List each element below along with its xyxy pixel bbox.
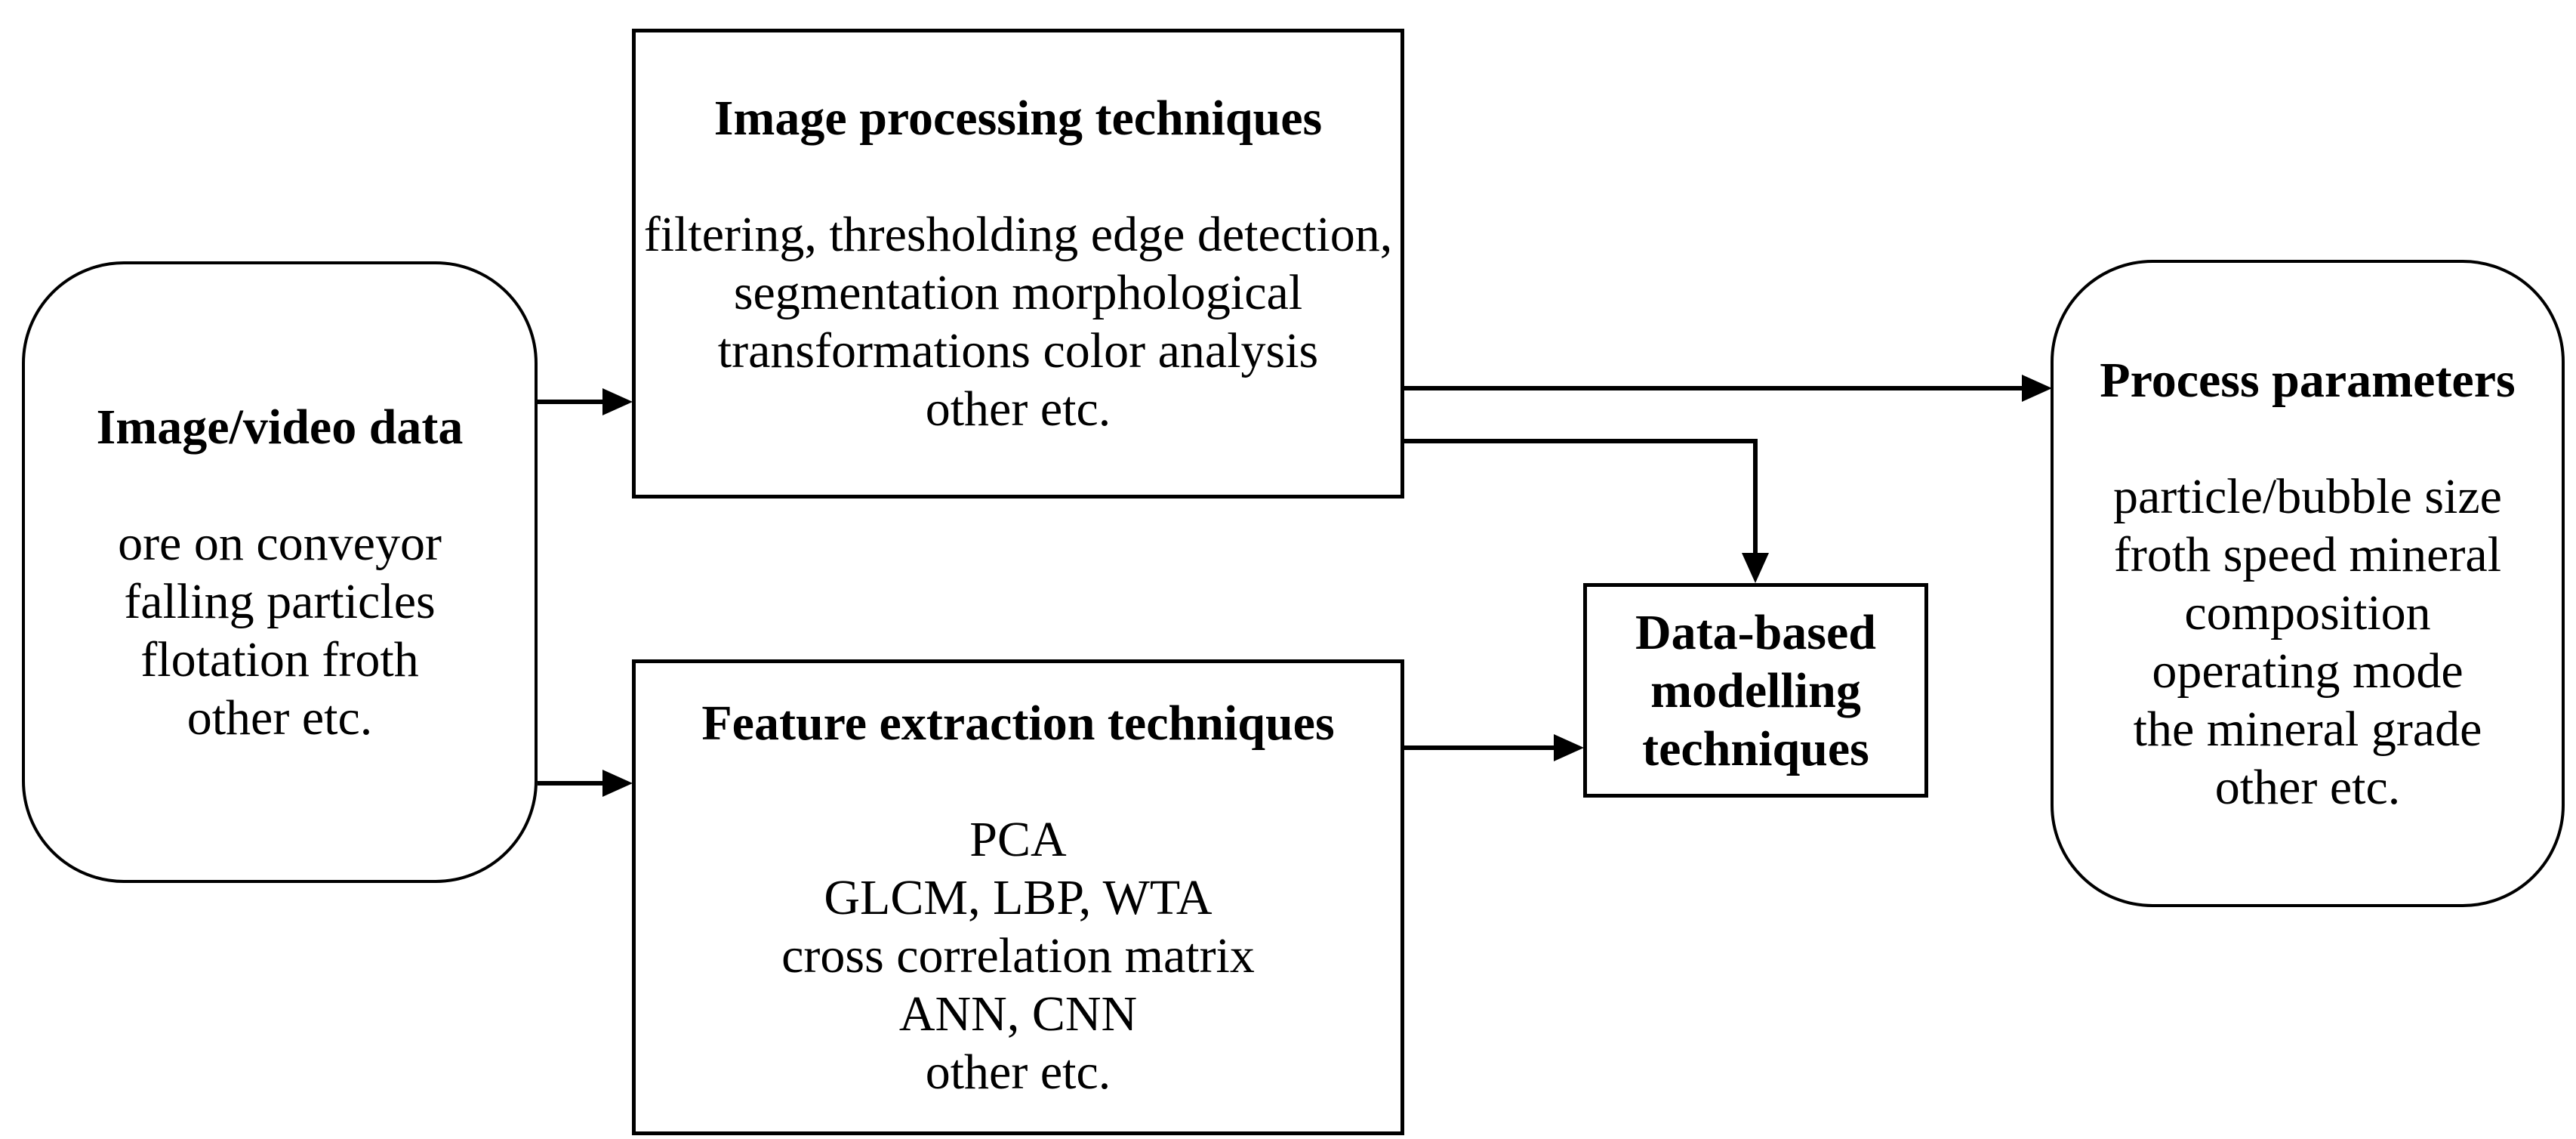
node-image-video-data: Image/video data ore on conveyor falling… — [22, 261, 538, 883]
node-line: particle/bubble size — [2113, 468, 2502, 524]
node-line: PCA — [969, 811, 1067, 867]
node-line: froth speed mineral — [2113, 526, 2502, 582]
node-line: transformations color analysis — [717, 323, 1319, 378]
node-line: operating mode — [2152, 643, 2464, 699]
node-line: ore on conveyor — [118, 515, 442, 571]
node-line: GLCM, LBP, WTA — [824, 869, 1213, 925]
node-title: Process parameters — [2100, 352, 2516, 408]
node-line: falling particles — [124, 573, 436, 629]
node-line: other etc. — [2214, 759, 2401, 815]
node-line: segmentation morphological — [733, 265, 1303, 320]
node-title: modelling — [1650, 662, 1861, 718]
node-line: other etc. — [925, 1044, 1111, 1100]
node-line: the mineral grade — [2133, 701, 2482, 757]
node-title: Image/video data — [96, 399, 464, 455]
node-line: flotation froth — [140, 631, 419, 687]
node-line: other etc. — [925, 381, 1111, 437]
arrow-imageprocessing-to-datamodelling — [1403, 439, 1769, 583]
node-data-based-modelling-techniques: Data-based modelling techniques — [1583, 583, 1928, 798]
node-image-processing-techniques: Image processing techniques filtering, t… — [632, 29, 1404, 499]
node-line: ANN, CNN — [898, 986, 1138, 1042]
node-line: other etc. — [186, 690, 373, 745]
node-title: Image processing techniques — [713, 91, 1323, 146]
arrow-imagedata-to-featureextraction — [538, 770, 633, 797]
node-line: composition — [2184, 585, 2431, 640]
node-title: Data-based — [1635, 604, 1876, 660]
node-title: techniques — [1642, 721, 1869, 776]
node-feature-extraction-techniques: Feature extraction techniques PCA GLCM, … — [632, 659, 1404, 1135]
arrow-imagedata-to-imageprocessing — [538, 388, 633, 415]
node-line: cross correlation matrix — [781, 928, 1255, 983]
node-process-parameters: Process parameters particle/bubble size … — [2051, 260, 2565, 907]
arrow-featureextraction-to-datamodelling — [1403, 734, 1584, 761]
node-title: Feature extraction techniques — [701, 695, 1335, 751]
arrow-imageprocessing-to-processparameters — [1403, 375, 2052, 402]
node-line: filtering, thresholding edge detection, — [643, 207, 1393, 262]
